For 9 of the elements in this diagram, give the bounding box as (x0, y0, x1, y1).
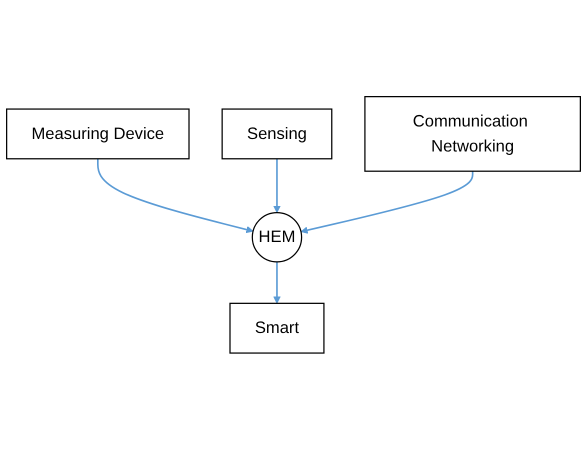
arrow (273, 262, 281, 304)
node-box: Measuring Device (6, 108, 190, 160)
arrow (300, 170, 474, 234)
node-circle: HEM (252, 212, 302, 262)
node-box: Sensing (222, 108, 332, 160)
node-box: Smart (229, 302, 325, 354)
arrow (273, 158, 281, 213)
node-box: Communication Networking (364, 96, 581, 172)
arrow (97, 158, 254, 233)
